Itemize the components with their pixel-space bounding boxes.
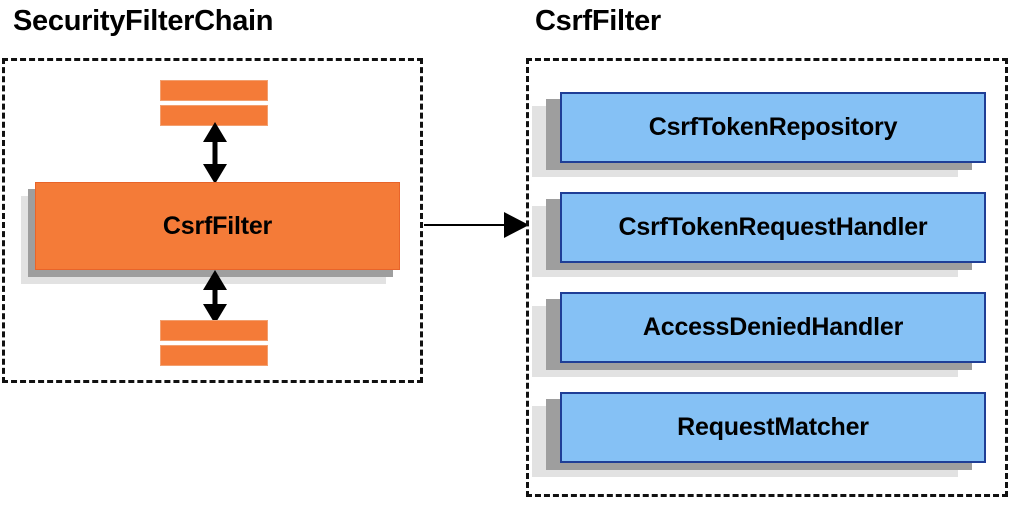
filter-placeholder-upper-1: [160, 80, 268, 101]
collaborator-label: CsrfTokenRequestHandler: [618, 213, 928, 241]
collaborator-label: RequestMatcher: [677, 413, 869, 441]
chain-link-above-arrow: [203, 122, 227, 184]
collaborator-request-matcher[interactable]: RequestMatcher: [560, 392, 986, 463]
collaborator-access-denied-handler[interactable]: AccessDeniedHandler: [560, 292, 986, 363]
collaborator-label: CsrfTokenRepository: [648, 113, 898, 141]
right-panel-title: CsrfFilter: [535, 5, 661, 37]
csrffilter-expansion-arrow: [424, 212, 529, 238]
filter-placeholder-lower-1: [160, 320, 268, 341]
csrffilter-block-label: CsrfFilter: [162, 211, 273, 240]
collaborator-csrf-token-repository[interactable]: CsrfTokenRepository: [560, 92, 986, 163]
collaborator-label: AccessDeniedHandler: [642, 313, 904, 341]
security-filter-chain-region: [2, 58, 423, 383]
collaborator-csrf-token-request-handler[interactable]: CsrfTokenRequestHandler: [560, 192, 986, 263]
chain-link-below-arrow: [203, 270, 227, 324]
csrffilter-block[interactable]: CsrfFilter: [35, 182, 400, 270]
filter-placeholder-lower-2: [160, 345, 268, 366]
csrffilter-detail-region: [526, 58, 1008, 497]
left-panel-title: SecurityFilterChain: [13, 5, 274, 37]
